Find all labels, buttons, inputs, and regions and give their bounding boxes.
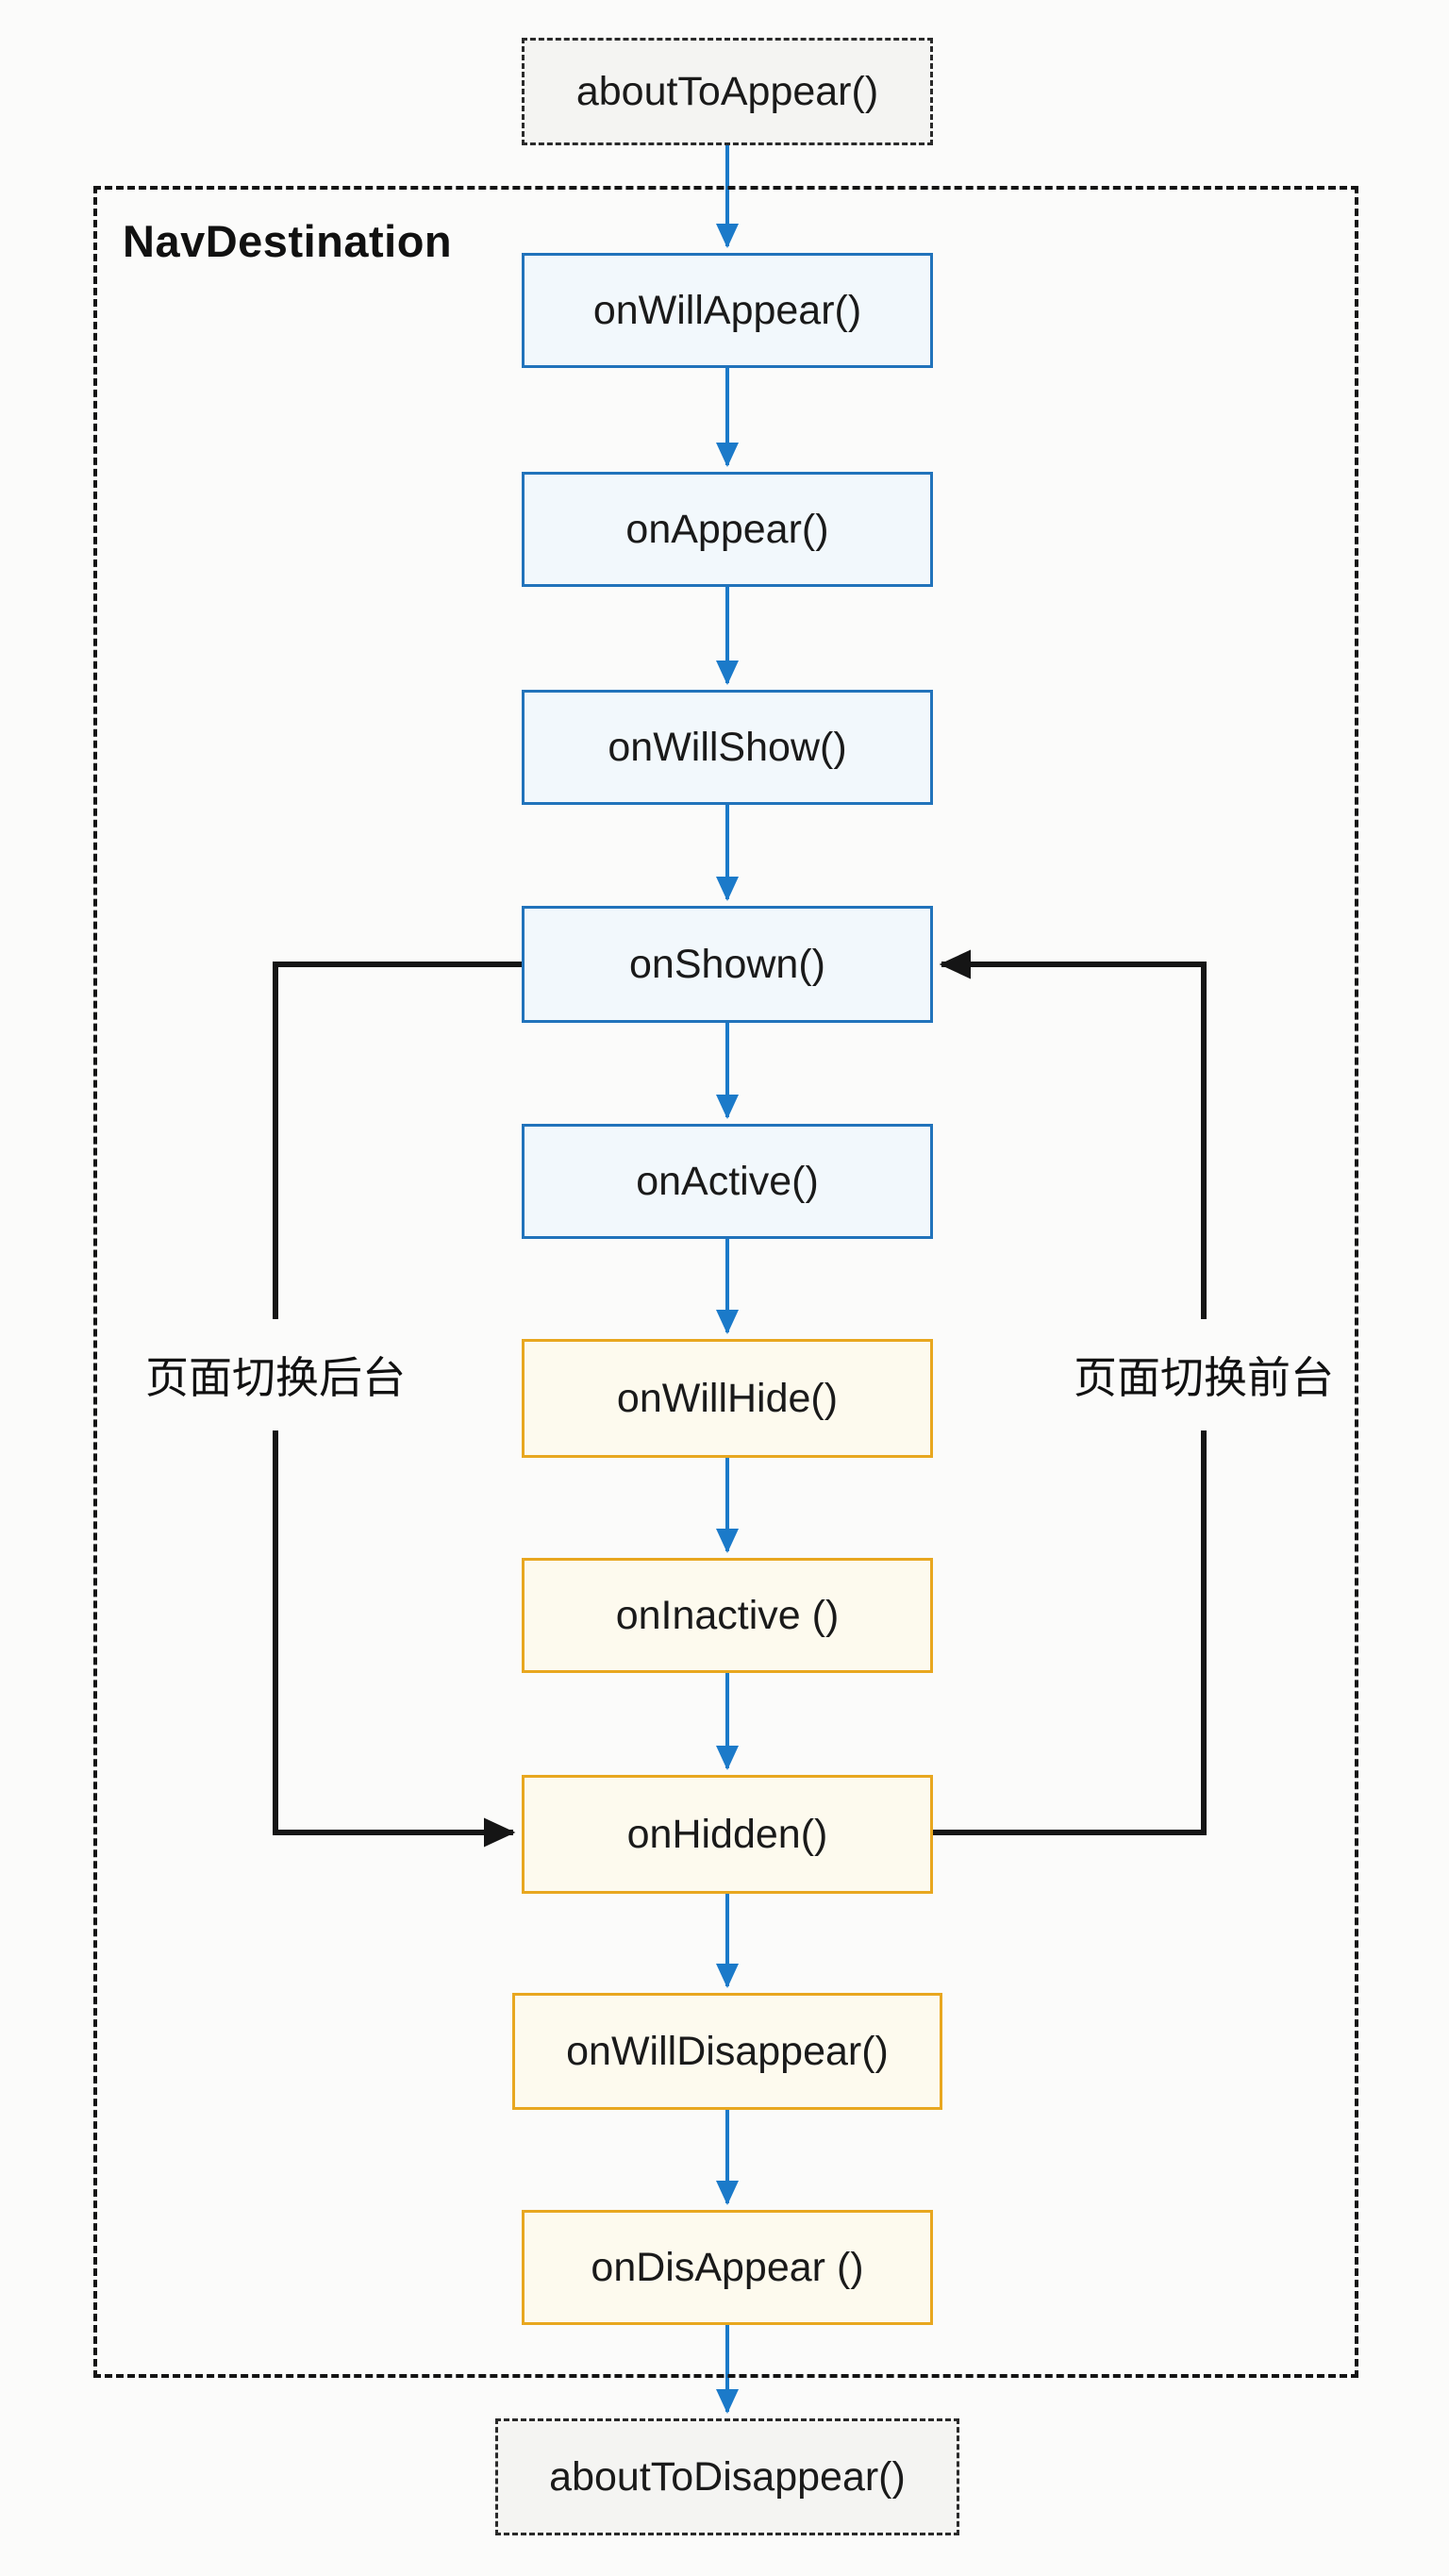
node-label-onShown: onShown() <box>629 941 825 987</box>
label-switch-to-foreground: 页面切换前台 <box>1070 1319 1338 1430</box>
node-aboutToDisappear: aboutToDisappear() <box>495 2418 959 2535</box>
node-onInactive: onInactive () <box>522 1558 933 1673</box>
navdestination-container <box>93 186 1358 2378</box>
node-aboutToAppear: aboutToAppear() <box>522 38 933 145</box>
node-onDisAppear: onDisAppear () <box>522 2210 933 2325</box>
node-label-onAppear: onAppear() <box>625 506 829 552</box>
label-switch-to-background: 页面切换后台 <box>142 1319 409 1430</box>
node-label-onHidden: onHidden() <box>626 1811 828 1857</box>
node-label-onWillShow: onWillShow() <box>608 724 847 770</box>
node-onWillShow: onWillShow() <box>522 690 933 805</box>
navdestination-title: NavDestination <box>123 216 453 266</box>
node-onActive: onActive() <box>522 1124 933 1239</box>
node-onWillHide: onWillHide() <box>522 1339 933 1458</box>
node-onHidden: onHidden() <box>522 1775 933 1894</box>
node-label-onDisAppear: onDisAppear () <box>591 2244 864 2290</box>
node-label-aboutToDisappear: aboutToDisappear() <box>549 2453 906 2500</box>
node-label-onWillDisappear: onWillDisappear() <box>566 2028 889 2074</box>
node-label-onWillHide: onWillHide() <box>616 1375 839 1421</box>
node-label-onInactive: onInactive () <box>615 1592 840 1638</box>
node-onWillDisappear: onWillDisappear() <box>512 1993 942 2110</box>
node-onAppear: onAppear() <box>522 472 933 587</box>
node-label-onActive: onActive() <box>636 1158 819 1204</box>
node-label-aboutToAppear: aboutToAppear() <box>575 68 879 114</box>
node-onShown: onShown() <box>522 906 933 1023</box>
node-onWillAppear: onWillAppear() <box>522 253 933 368</box>
node-label-onWillAppear: onWillAppear() <box>592 287 862 333</box>
